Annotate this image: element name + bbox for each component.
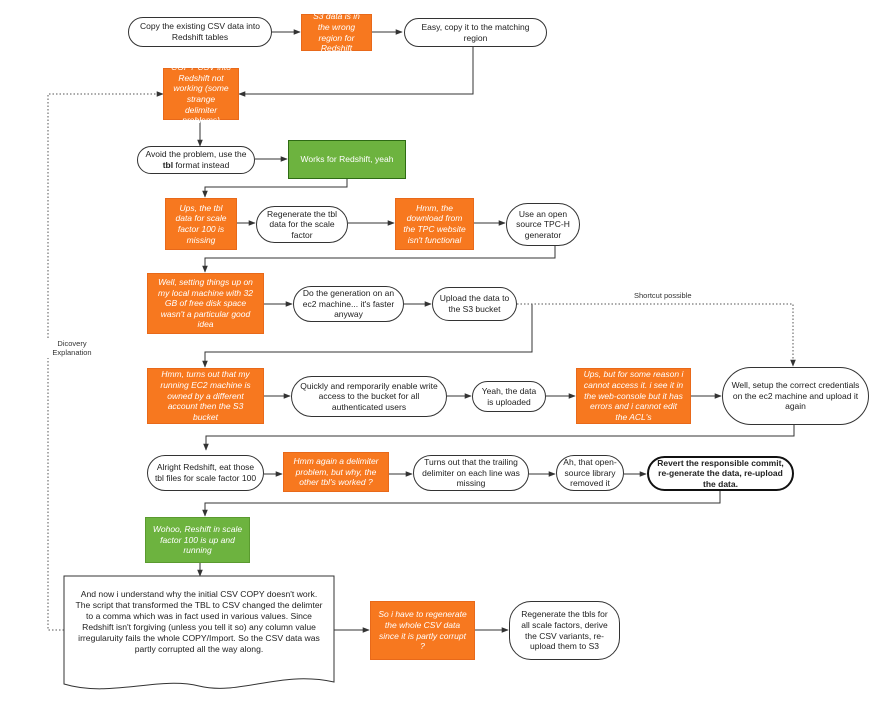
result-redshift-running: Wohoo, Reshift in scale factor 100 is up… (145, 517, 250, 563)
issue-delimiter-again: Hmm again a delimiter problem, but why, … (283, 452, 389, 492)
step-library-removed: Ah, that open-source library removed it (556, 455, 624, 491)
connector (238, 47, 474, 97)
shortcut-connector (517, 303, 796, 367)
step-regenerate-tbl: Regenerate the tbl data for the scale fa… (256, 206, 348, 243)
discovery-label: Dicovery Explanation (44, 339, 100, 358)
tbl-emphasis: tbl (162, 160, 174, 170)
step-ec2-generation: Do the generation on an ec2 machine... i… (293, 286, 404, 322)
explanation-document: And now i understand why the initial CSV… (75, 589, 323, 654)
step-redshift-tbl: Alright Redshift, eat those tbl files fo… (147, 455, 264, 491)
step-use-tbl: Avoid the problem, use the tbl format in… (137, 146, 255, 174)
shortcut-label: Shortcut possible (634, 291, 692, 300)
issue-local-machine: Well, setting things up on my local mach… (147, 273, 264, 334)
connector (202, 490, 721, 517)
step-revert-commit: Revert the responsible commit, re-genera… (647, 456, 794, 491)
step-copy-csv: Copy the existing CSV data into Redshift… (128, 17, 272, 47)
document-shape (63, 575, 335, 690)
issue-copy-csv-failing: COPY CSV into Redshift not working (some… (163, 62, 239, 125)
connector (202, 246, 556, 273)
step-data-uploaded: Yeah, the data is uploaded (472, 381, 546, 412)
connector (203, 425, 795, 451)
step-open-source-generator: Use an open source TPC-H generator (506, 203, 580, 246)
connector (202, 304, 533, 368)
issue-wrong-region: S3 data is in the wrong region for Redsh… (301, 11, 372, 53)
issue-regenerate-csv: So i have to regenerate the whole CSV da… (370, 601, 475, 660)
issue-different-account: Hmm, turns out that my running EC2 machi… (147, 368, 264, 424)
issue-tbl-missing: Ups, the tbl data for scale factor 100 i… (165, 198, 237, 250)
result-works-redshift: Works for Redshift, yeah (288, 140, 406, 179)
step-trailing-delimiter: Turns out that the trailing delimiter on… (413, 455, 529, 491)
step-regenerate-all: Regenerate the tbls for all scale factor… (509, 601, 620, 660)
step-use-tbl-text: Avoid the problem, use the tbl format in… (145, 149, 247, 170)
step-copy-region: Easy, copy it to the matching region (404, 18, 547, 47)
discovery-connector (47, 91, 164, 631)
connector (202, 179, 348, 198)
step-setup-credentials: Well, setup the correct credentials on t… (722, 367, 869, 425)
step-enable-write-access: Quickly and remporarily enable write acc… (291, 376, 447, 417)
step-upload-s3: Upload the data to the S3 bucket (432, 287, 517, 321)
issue-cannot-access: Ups, but for some reason i cannot access… (576, 368, 691, 424)
issue-tpc-download: Hmm, the download from the TPC website i… (395, 198, 474, 250)
